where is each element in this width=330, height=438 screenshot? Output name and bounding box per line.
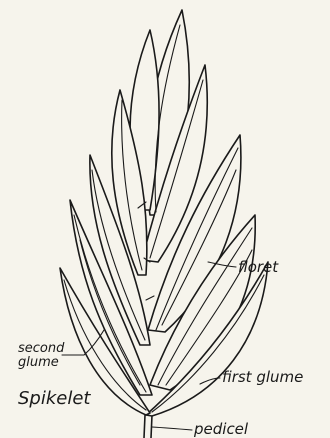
figure-caption: Spikelet — [18, 388, 91, 409]
second-glume-label-line1: second — [18, 341, 65, 356]
pedicel-stalk — [144, 415, 152, 438]
pedicel-leader — [152, 427, 192, 430]
second-glume-label-line2: glume — [18, 355, 59, 370]
floret-label: floret — [238, 258, 279, 276]
pedicel-label: pedicel — [193, 420, 249, 438]
first-glume-label: first glume — [222, 368, 303, 386]
awn-tip-3 — [146, 296, 154, 300]
